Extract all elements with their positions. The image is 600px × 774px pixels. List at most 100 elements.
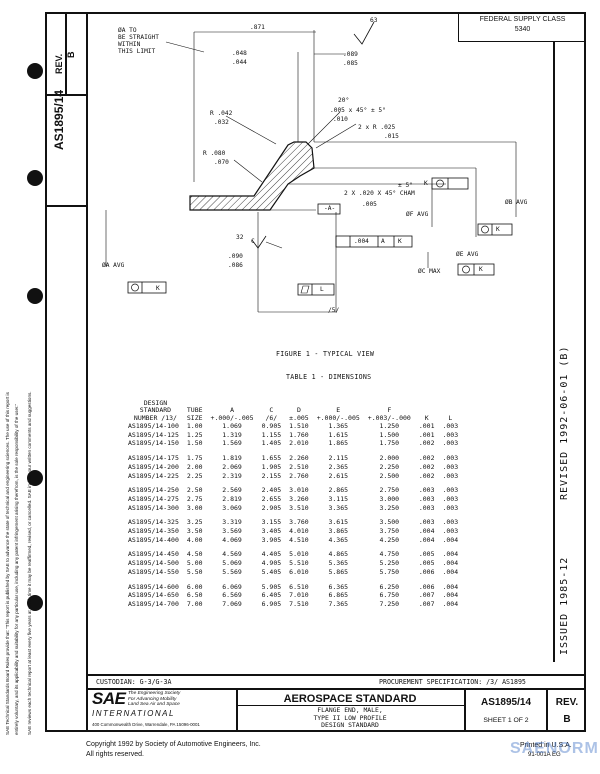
- fcf-k-mid: [457, 263, 495, 276]
- datum-a-label: -A-: [324, 205, 336, 212]
- header-line: L: [448, 413, 453, 422]
- table-cell: .003: [442, 518, 459, 527]
- table-cell: 6.50: [186, 591, 203, 600]
- table-cell: 2.155: [261, 471, 282, 480]
- strip-divider: [45, 94, 86, 96]
- table-cell: .004: [442, 582, 459, 591]
- watermark: SAENORM: [510, 740, 599, 757]
- title-doc-number: AS1895/14: [480, 697, 532, 708]
- col-d: D±.005: [285, 396, 313, 422]
- title-block-divider: [236, 688, 238, 732]
- table-cell: 5.50: [186, 567, 203, 576]
- table-cell: 3.615: [328, 518, 349, 527]
- table-cell: 0.905: [261, 422, 282, 430]
- table-cell: 5.405: [261, 567, 282, 576]
- table-cell: 3.905: [261, 535, 282, 544]
- fcf-k-right: [477, 223, 513, 236]
- header-line: +.000/-.005: [316, 413, 360, 422]
- table-cell: 6.010: [289, 567, 309, 576]
- table-cell: 1.569: [222, 439, 242, 448]
- col-c: C/6/: [258, 396, 286, 422]
- table-cell: 1.500: [379, 430, 400, 439]
- table-cell: 7.250: [379, 599, 400, 608]
- table-cell: 1.905: [261, 462, 282, 471]
- table-cell: 3.569: [222, 527, 242, 536]
- design-standard-cell: AS1895/14-350: [128, 527, 179, 536]
- revised-stamp: REVISED 1992-06-01 (B): [559, 345, 570, 500]
- table-cell: .004: [418, 535, 435, 544]
- table-cell: 1.00: [186, 422, 203, 430]
- table-cell: 3.010: [289, 486, 309, 495]
- fcf-a: A: [381, 238, 385, 245]
- table-cell: 1.155: [261, 430, 282, 439]
- table-cell: 1.50: [186, 439, 203, 448]
- strip-doc-number: AS1895/14: [52, 89, 66, 150]
- table-cell: 5.569: [222, 567, 242, 576]
- table-cell: 1.510: [289, 422, 309, 430]
- table-cell: .006: [418, 567, 435, 576]
- table-cell: 1.615: [328, 430, 349, 439]
- col-a: A+.000/-.005: [207, 396, 258, 422]
- table-cell: .003: [442, 439, 459, 448]
- title-block-divider: [236, 705, 464, 706]
- table-cell: 4.010: [289, 527, 309, 536]
- header-line: D: [296, 406, 301, 414]
- header-line: NUMBER /13/: [133, 413, 177, 422]
- design-standard-cell: AS1895/14-125: [128, 430, 179, 439]
- table-cell: 4.250: [379, 535, 400, 544]
- table-cell: 2.365: [328, 462, 349, 471]
- dim-015: .015: [384, 133, 399, 140]
- table-cell: 3.115: [328, 494, 349, 503]
- header-line: K: [424, 413, 429, 422]
- tagline-line: For Advancing Mobility: [128, 696, 177, 702]
- fcf-l: [297, 283, 335, 296]
- fcf-k-label: K: [479, 266, 483, 273]
- header-line: +.000/-.005: [210, 413, 254, 422]
- table-cell: 4.365: [328, 535, 349, 544]
- fsc-label: FEDERAL SUPPLY CLASS: [479, 16, 566, 23]
- table-cell: 5.069: [222, 559, 242, 568]
- table-cell: 3.00: [186, 503, 203, 512]
- table-cell: .001: [418, 422, 435, 430]
- table-cell: 2.260: [289, 454, 309, 463]
- table-cell: 1.760: [289, 430, 309, 439]
- table-cell: 1.819: [222, 454, 242, 463]
- table-cell: 5.865: [328, 567, 349, 576]
- table-cell: 7.510: [289, 599, 309, 608]
- design-standard-cell: AS1895/14-275: [128, 494, 179, 503]
- table-cell: 6.250: [379, 582, 400, 591]
- table-cell: .003: [442, 430, 459, 439]
- binding-hole: [27, 595, 43, 611]
- header-line: DESIGN: [143, 398, 168, 407]
- table-cell: .001: [418, 430, 435, 439]
- title-rev-label: REV.: [555, 697, 579, 708]
- dim-086: .086: [228, 262, 243, 269]
- table-cell: 3.25: [186, 518, 203, 527]
- angle-20: 20°: [338, 97, 350, 104]
- dim-871: .871: [250, 24, 265, 31]
- table-cell: 3.260: [289, 494, 309, 503]
- leader-line: [315, 123, 357, 149]
- table-cell: 3.250: [379, 503, 400, 512]
- table-cell: 2.865: [328, 486, 349, 495]
- radius-080: R .080: [203, 150, 226, 157]
- phi-f-avg: ØF AVG: [406, 211, 429, 218]
- tagline-line: The Engineering Society: [128, 691, 181, 696]
- dim-slash-5: /5/: [328, 307, 340, 314]
- table-cell: .004: [442, 591, 459, 600]
- table-cell: 6.510: [289, 582, 309, 591]
- table-cell: 6.365: [328, 582, 349, 591]
- table-cell: 2.010: [289, 439, 309, 448]
- table-cell: 4.865: [328, 550, 349, 559]
- design-standard-cell: AS1895/14-250: [128, 486, 179, 495]
- table-cell: .003: [442, 527, 459, 536]
- table-cell: 5.510: [289, 559, 309, 568]
- header-line: F: [387, 406, 392, 414]
- table-cell: 3.405: [261, 527, 282, 536]
- table-cell: 6.405: [261, 591, 282, 600]
